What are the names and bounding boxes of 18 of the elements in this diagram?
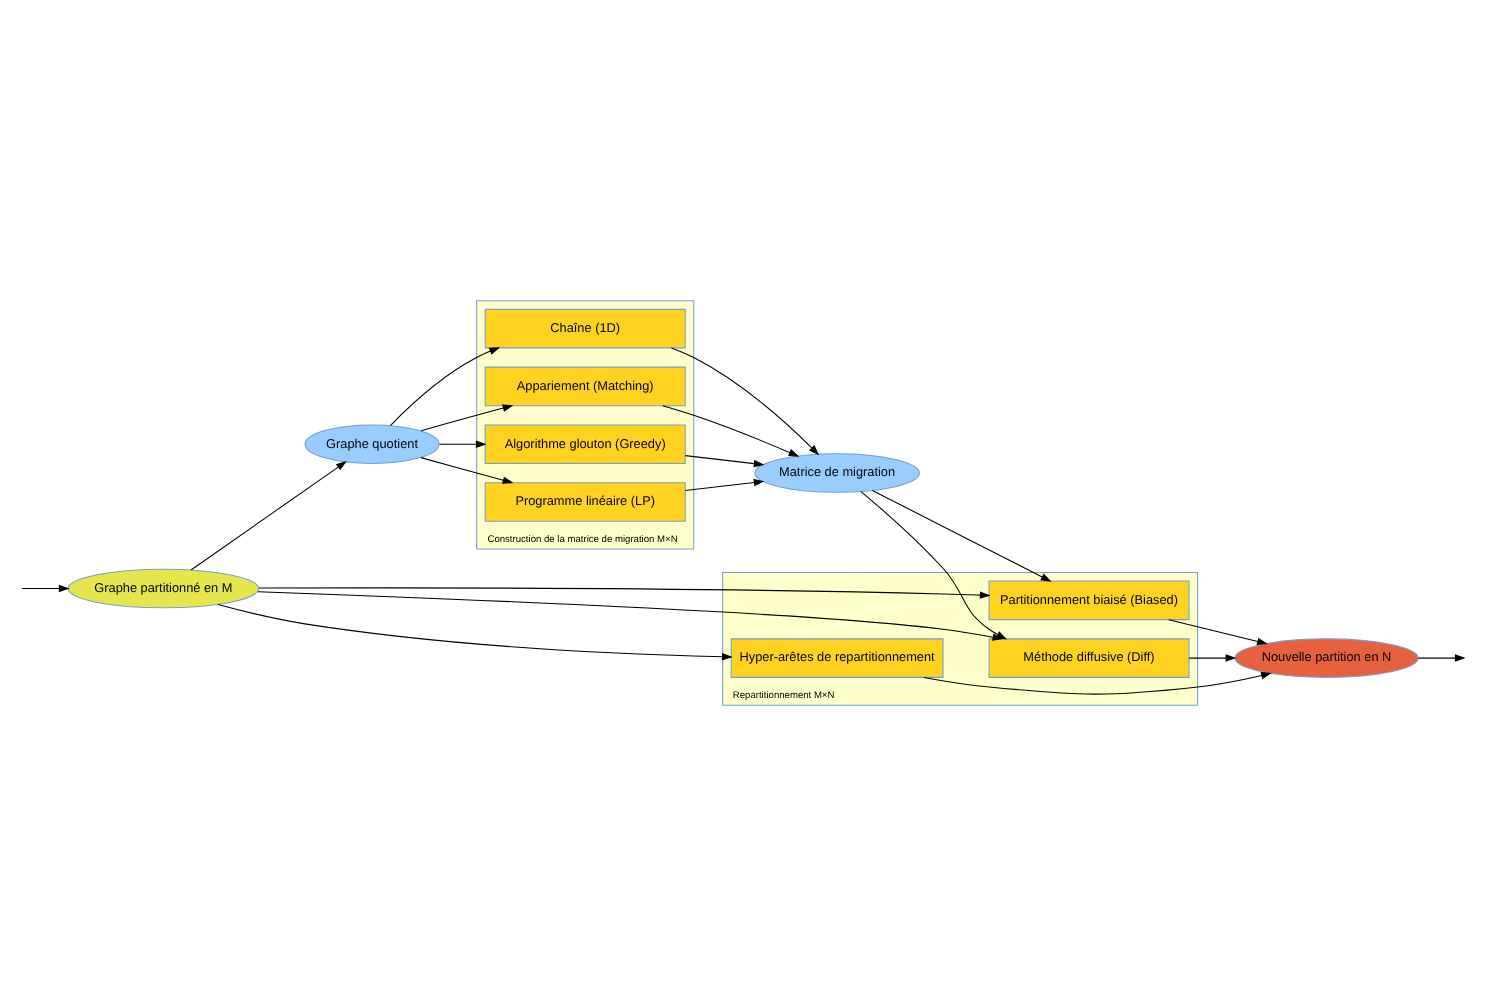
arrow <box>670 346 820 455</box>
arrow <box>258 586 991 598</box>
arrow <box>1417 653 1466 661</box>
arrow <box>420 403 514 431</box>
arrow <box>257 590 1004 640</box>
arrow <box>438 439 487 447</box>
arrow <box>190 460 347 570</box>
arrow <box>662 404 800 456</box>
arrow <box>684 477 765 490</box>
arrow <box>389 346 501 426</box>
arrow <box>871 488 1052 581</box>
arrow <box>1168 618 1268 645</box>
arrow <box>217 602 733 660</box>
arrow <box>923 670 1272 694</box>
arrow <box>420 456 514 483</box>
arrow <box>21 583 70 592</box>
arrow <box>684 454 765 467</box>
arrow <box>1188 653 1237 661</box>
